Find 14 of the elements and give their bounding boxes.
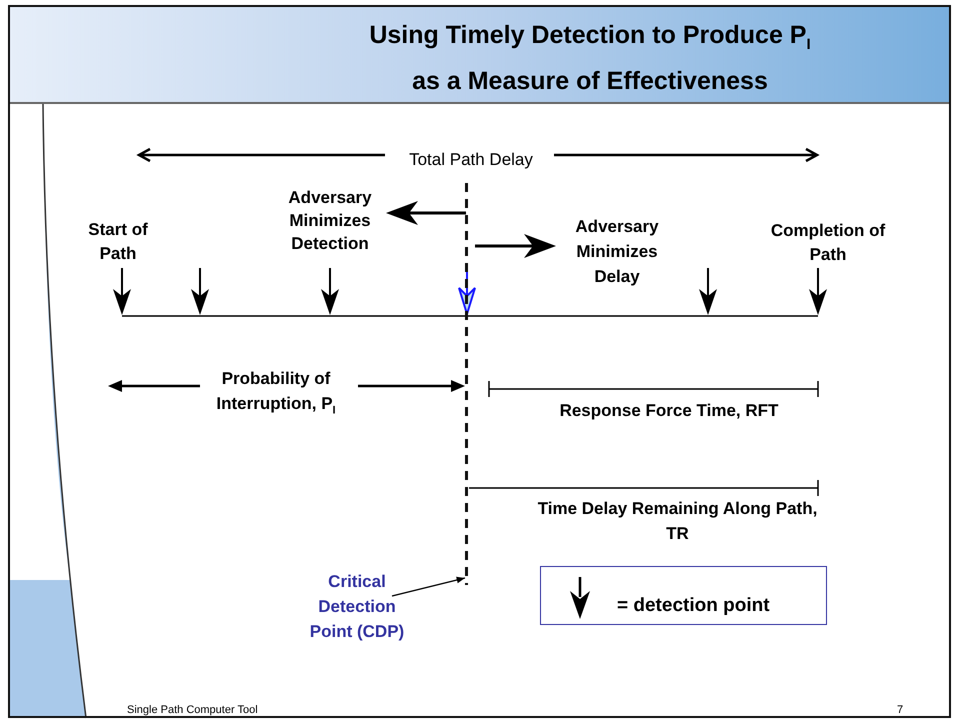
endpoint-label: Start of Path: [87, 219, 149, 265]
endpoint-label: Completion of Path: [770, 220, 886, 266]
measure-label: Time Delay Remaining Along Path, TR: [536, 498, 818, 545]
footer-text: Single Path Computer Tool: [127, 703, 259, 717]
legend-text: = detection point: [617, 595, 770, 617]
critical-detection-line: [465, 183, 468, 585]
measure-label: Probability of Interruption, P$_{I}$: [215, 368, 337, 418]
page-number: 7: [896, 703, 904, 717]
slide-title: Using Timely Detection to Produce P$_{I}$ as a Measure of Effectiveness: [368, 20, 812, 97]
leader-line: [392, 576, 466, 597]
annotation-text: Adversary Minimizes Detection: [287, 187, 373, 255]
annotation-text: Adversary Minimizes Delay: [574, 216, 660, 288]
measure-label: Response Force Time, RFT: [558, 400, 780, 422]
callout-text: Critical Detection Point (CDP): [296, 569, 418, 645]
